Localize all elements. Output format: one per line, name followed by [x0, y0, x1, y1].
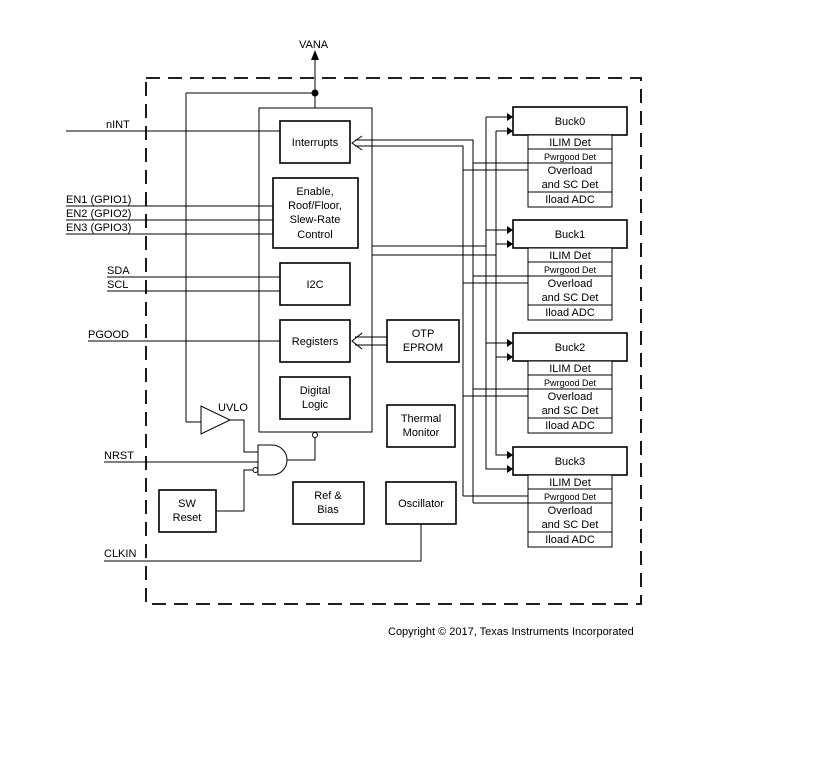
buck2-ilim-det: ILIM Det: [549, 363, 591, 375]
ref-bias-label-1: Ref &: [314, 490, 342, 502]
pin-nrst-label: NRST: [104, 450, 134, 462]
enable-label-1: Enable,: [296, 186, 333, 198]
buck1-detector-stack: [527, 247, 613, 321]
buck0-detector-stack: [527, 134, 613, 208]
buck3-arrow-a-icon: [507, 451, 513, 459]
buck1-name: Buck1: [555, 229, 586, 241]
digital-logic-label-2: Logic: [302, 399, 329, 411]
buck3-block: [512, 446, 628, 476]
registers-label: Registers: [292, 336, 339, 348]
buck2-detector-stack: [527, 360, 613, 434]
digital-core-box: [258, 107, 373, 433]
oscillator-label: Oscillator: [398, 498, 444, 510]
buck0-arrow-a-icon: [507, 113, 513, 121]
and-gate-invert-bubble: [252, 467, 259, 473]
uvlo-comparator-icon: [200, 405, 232, 435]
buck1-arrow-a-icon: [507, 226, 513, 234]
pin-nint-label: nINT: [106, 119, 130, 131]
buck2-iload-adc: Iload ADC: [545, 420, 595, 432]
otp-eprom-block: [386, 319, 460, 363]
buck3-pwrgood-det: Pwrgood Det: [544, 492, 597, 502]
buck0-name: Buck0: [555, 116, 586, 128]
pin-clkin-label: CLKIN: [104, 548, 136, 560]
buck3-overload: Overload: [548, 505, 593, 517]
buck0-ilim-det: ILIM Det: [549, 137, 591, 149]
buck1-arrow-b-icon: [507, 240, 513, 248]
pin-pgood-label: PGOOD: [88, 329, 129, 341]
digital-logic-label-1: Digital: [300, 385, 331, 397]
buck0-iload-adc: Iload ADC: [545, 194, 595, 206]
pin-en3-label: EN3 (GPIO3): [66, 222, 131, 234]
copyright-notice: Copyright © 2017, Texas Instruments Inco…: [388, 626, 634, 638]
ref-bias-block: [292, 481, 365, 525]
buck2-arrow-b-icon: [507, 353, 513, 361]
sw-reset-label-1: SW: [178, 498, 196, 510]
buck1-pwrgood-det: Pwrgood Det: [544, 265, 597, 275]
buck3-ilim-det: ILIM Det: [549, 477, 591, 489]
buck2-overload: Overload: [548, 391, 593, 403]
enable-label-4: Control: [297, 229, 332, 241]
interrupts-input-arrow-icon: [351, 135, 363, 151]
enable-control-block: [272, 177, 359, 249]
pin-sda-label: SDA: [107, 265, 130, 277]
core-reset-bubble: [312, 432, 318, 438]
otp-to-registers-arrow-icon: [351, 332, 363, 350]
buck2-pwrgood-det: Pwrgood Det: [544, 378, 597, 388]
enable-label-2: Roof/Floor,: [288, 200, 342, 212]
thermal-label-1: Thermal: [401, 413, 441, 425]
buck1-block: [512, 219, 628, 249]
interrupts-label: Interrupts: [292, 137, 339, 149]
vana-label: VANA: [299, 39, 329, 51]
buck2-name: Buck2: [555, 342, 586, 354]
sw-reset-label-2: Reset: [173, 512, 202, 524]
thermal-monitor-block: [386, 404, 456, 448]
chip-outline: [145, 77, 642, 605]
oscillator-block: [385, 481, 457, 525]
buck1-sc-det: and SC Det: [542, 292, 599, 304]
enable-label-3: Slew-Rate: [290, 214, 341, 226]
ref-bias-label-2: Bias: [317, 504, 339, 516]
digital-logic-block: [279, 376, 351, 420]
buck0-sc-det: and SC Det: [542, 179, 599, 191]
otp-label-1: OTP: [412, 328, 435, 340]
registers-block: [279, 319, 351, 363]
pin-en1-label: EN1 (GPIO1): [66, 194, 131, 206]
buck0-arrow-b-icon: [507, 127, 513, 135]
buck1-ilim-det: ILIM Det: [549, 250, 591, 262]
interrupts-block: [279, 120, 351, 164]
buck3-sc-det: and SC Det: [542, 519, 599, 531]
buck2-block: [512, 332, 628, 362]
uvlo-label: UVLO: [218, 402, 248, 414]
sw-reset-block: [158, 489, 217, 533]
buck2-sc-det: and SC Det: [542, 405, 599, 417]
i2c-block: [279, 262, 351, 306]
i2c-label: I2C: [306, 279, 323, 291]
thermal-label-2: Monitor: [403, 427, 440, 439]
buck0-pwrgood-det: Pwrgood Det: [544, 152, 597, 162]
buck3-name: Buck3: [555, 456, 586, 468]
buck1-overload: Overload: [548, 278, 593, 290]
otp-label-2: EPROM: [403, 342, 443, 354]
buck3-arrow-b-icon: [507, 465, 513, 473]
pin-en2-label: EN2 (GPIO2): [66, 208, 131, 220]
vana-arrow-icon: [311, 50, 319, 60]
buck2-arrow-a-icon: [507, 339, 513, 347]
buck1-iload-adc: Iload ADC: [545, 307, 595, 319]
buck0-block: [512, 106, 628, 136]
and-gate-icon: [257, 444, 288, 476]
buck3-iload-adc: Iload ADC: [545, 534, 595, 546]
pin-scl-label: SCL: [107, 279, 128, 291]
buck3-detector-stack: [527, 474, 613, 548]
buck0-overload: Overload: [548, 165, 593, 177]
